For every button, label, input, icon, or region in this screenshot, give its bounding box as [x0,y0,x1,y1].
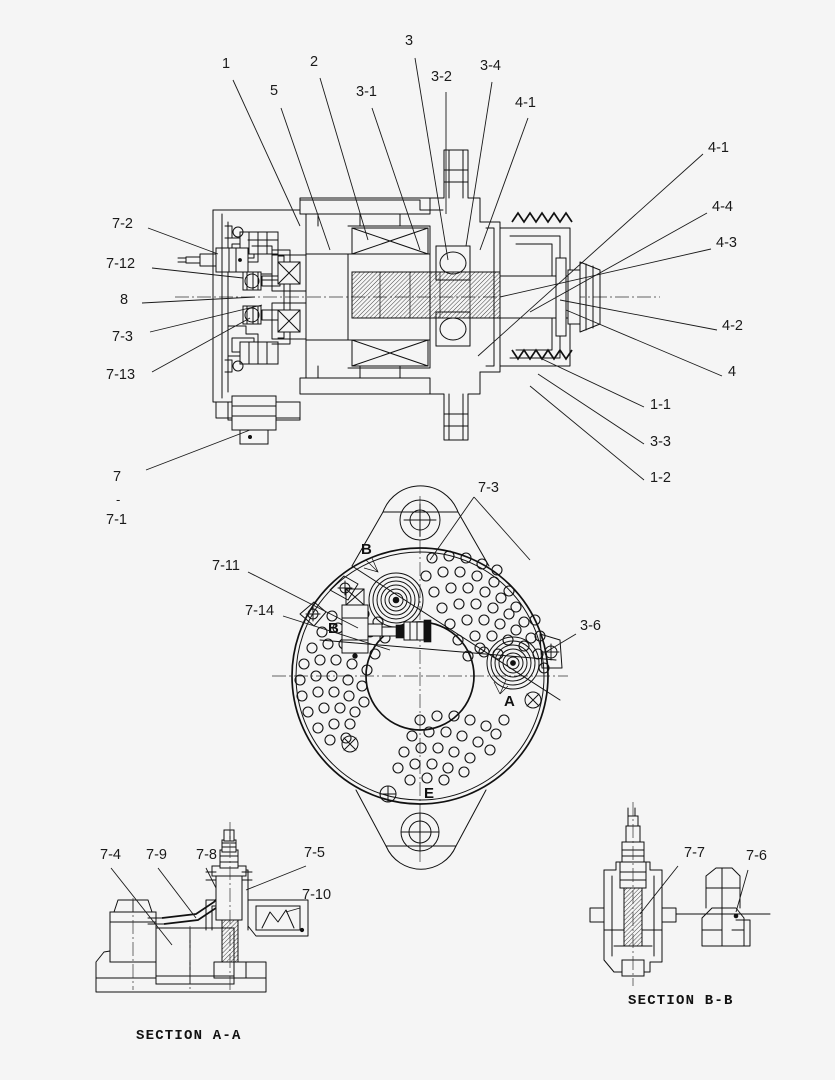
callout-1[interactable]: 1 [222,56,231,72]
callout-4-1-right[interactable]: 4-1 [708,140,729,156]
callout-7-11[interactable]: 7-11 [212,558,240,574]
callout-7-2[interactable]: 7-2 [112,216,133,232]
view-mark-b-left: B [328,620,339,637]
callout-7-1[interactable]: 7-1 [106,512,127,528]
callout-1-1[interactable]: 1-1 [650,397,671,413]
callout-3[interactable]: 3 [405,33,414,49]
rotor-assembly [305,225,501,369]
vent-holes-bottom [392,710,510,786]
callout-7[interactable]: 7 [113,469,122,485]
mounting-foot [227,395,301,445]
callout-4-3[interactable]: 4-3 [716,235,737,251]
leader-lines-left [141,227,263,471]
callout-7-3-left[interactable]: 7-3 [112,329,133,345]
view-mark-a-right: A [504,693,515,710]
callout-7-4[interactable]: 7-4 [100,847,121,863]
section-bb-drawing [589,802,771,986]
vent-holes-upper-right [420,550,550,674]
callout-8[interactable]: 8 [120,292,129,308]
section-aa-title: SECTION A-A [136,1028,242,1044]
callout-7-7[interactable]: 7-7 [684,845,705,861]
callout-7-8[interactable]: 7-8 [196,847,217,863]
callout-2[interactable]: 2 [310,54,319,70]
rim-mounting-lugs [299,575,563,753]
regulator-block [341,588,432,659]
callout-7-10[interactable]: 7-10 [302,887,332,903]
callout-7-6[interactable]: 7-6 [746,848,767,864]
leader-lines-right [477,153,723,481]
callout-7-3-end[interactable]: 7-3 [478,480,499,496]
callout-4-4[interactable]: 4-4 [712,199,733,215]
callout-dash-mark: - [116,492,121,507]
coil-spiral-upper [368,572,424,628]
end-face-view-drawing [247,485,577,870]
leader-lines-top [232,57,529,261]
callout-3-1[interactable]: 3-1 [356,84,377,100]
callout-5[interactable]: 5 [270,83,279,99]
view-mark-b-top: B [361,541,372,558]
callout-4-2[interactable]: 4-2 [722,318,743,334]
callout-7-12[interactable]: 7-12 [106,256,136,272]
callout-3-3[interactable]: 3-3 [650,434,671,450]
callout-7-13[interactable]: 7-13 [106,367,136,383]
section-aa-drawing [95,822,309,993]
section-cut-lines [319,557,561,701]
callout-7-14[interactable]: 7-14 [245,603,275,619]
callout-4-1-top[interactable]: 4-1 [515,95,536,111]
callout-7-5[interactable]: 7-5 [304,845,325,861]
callout-4[interactable]: 4 [728,364,737,380]
callout-3-2[interactable]: 3-2 [431,69,452,85]
section-bb-title: SECTION B-B [628,993,734,1009]
view-mark-e-bottom: E [424,785,435,802]
callout-7-9[interactable]: 7-9 [146,847,167,863]
callout-1-2[interactable]: 1-2 [650,470,671,486]
callout-3-4[interactable]: 3-4 [480,58,501,74]
callout-3-6[interactable]: 3-6 [580,618,601,634]
